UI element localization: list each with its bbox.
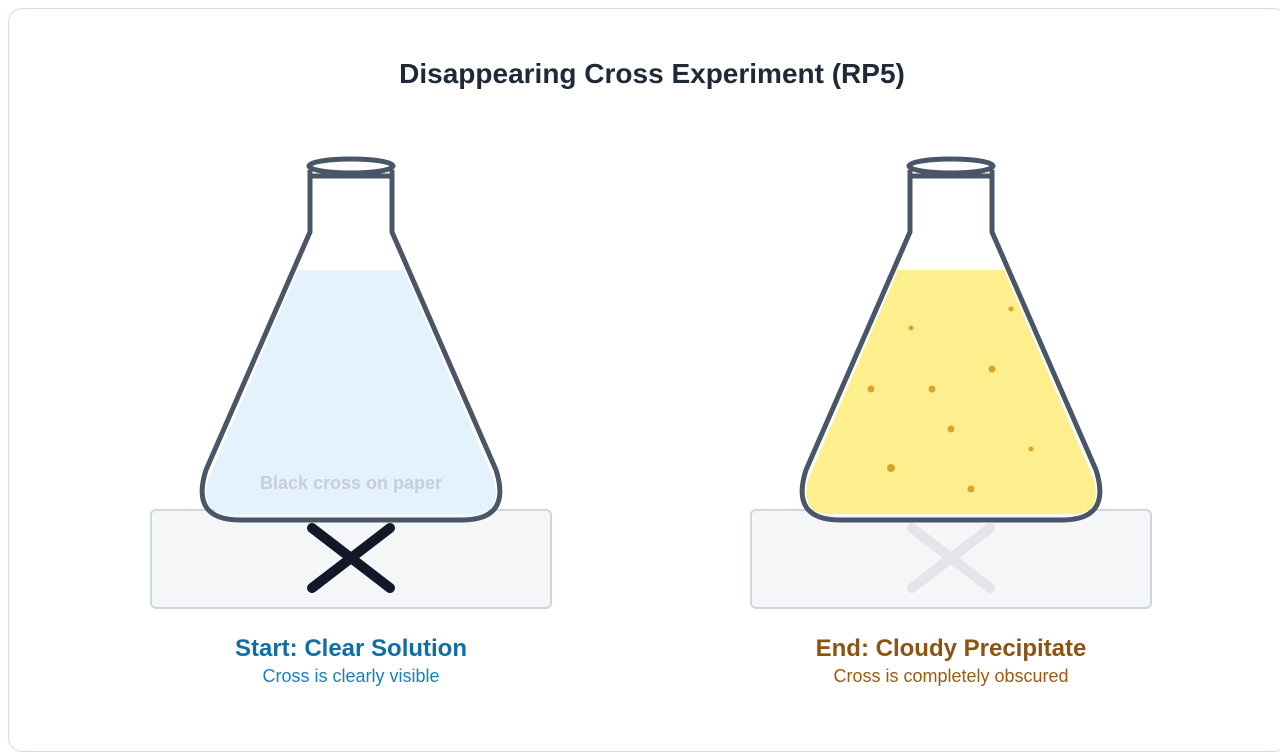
particle [967,485,975,493]
particle [908,325,914,331]
paper-label: Black cross on paper [260,473,442,493]
particle [887,464,895,472]
left-setup: Black cross on paper [150,156,552,609]
left-cross-mark-icon [307,523,395,593]
left-liquid [206,270,496,514]
right-conical-flask-icon [799,156,1103,523]
right-heading: End: Cloudy Precipitate [815,635,1087,662]
particle [1028,446,1034,452]
diagram-title: Disappearing Cross Experiment (RP5) [399,58,905,89]
precipitate-particles [867,306,1034,493]
left-caption: Start: Clear Solution Cross is clearly v… [151,634,551,688]
right-subtext: Cross is completely obscured [833,666,1069,686]
right-cross-mark-icon [907,523,995,593]
diagram-card [8,8,1280,752]
particle [1008,306,1014,312]
particle [988,365,996,373]
left-heading: Start: Clear Solution [234,635,468,662]
particle [947,425,955,433]
right-liquid [806,270,1096,514]
left-conical-flask-icon [199,156,503,523]
right-setup [750,156,1152,609]
particle [867,385,875,393]
right-caption: End: Cloudy Precipitate Cross is complet… [751,634,1151,688]
left-subtext: Cross is clearly visible [262,666,440,686]
particle [928,385,936,393]
